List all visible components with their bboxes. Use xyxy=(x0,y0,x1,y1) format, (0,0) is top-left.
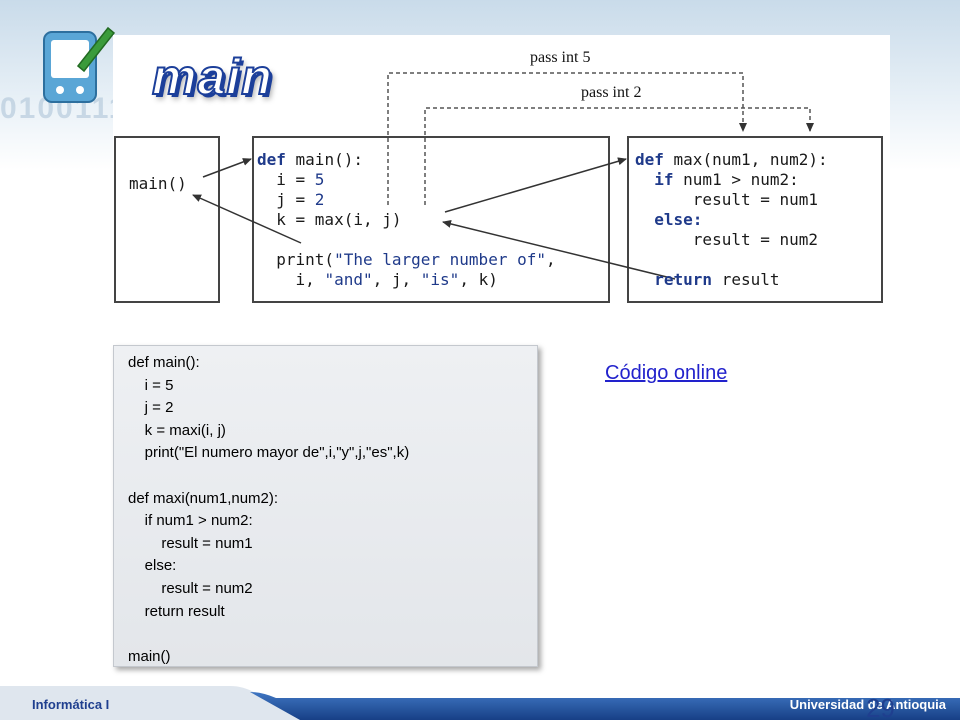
max-code-line: return result xyxy=(635,270,780,289)
code-line: j = 2 xyxy=(128,399,174,417)
max-function-box xyxy=(627,136,883,303)
main-function-box xyxy=(252,136,610,303)
main-code-line: def main(): xyxy=(257,150,363,169)
max-code: def max(num1, num2): if num1 > num2: res… xyxy=(635,150,828,289)
arrow-label-pass-int-2: pass int 2 xyxy=(581,84,641,101)
online-code-link[interactable]: Código online xyxy=(605,362,728,384)
code-line: result = num2 xyxy=(128,579,253,597)
call-max-arrow xyxy=(444,157,627,213)
code-line: return result xyxy=(128,602,225,620)
code-line: def maxi(num1,num2): xyxy=(128,489,279,507)
code-snippet-box: def main(): i = 5 j = 2 k = maxi(i, j) p… xyxy=(113,345,538,667)
code-line: print("El numero mayor de",i,"y",j,"es",… xyxy=(128,444,410,462)
caller-code-line: main() xyxy=(129,174,187,193)
code-line xyxy=(128,623,409,646)
main-code: def main(): i = 5 j = 2 k = max(i, j) pr… xyxy=(257,150,556,289)
main-code-line: j = 2 xyxy=(257,190,324,209)
code-line: def main(): xyxy=(128,354,200,371)
main-code-line: i = 5 xyxy=(257,170,324,189)
code-line: k = maxi(i, j) xyxy=(128,421,226,439)
slide-title: main xyxy=(151,48,273,106)
max-code-line: if num1 > num2: xyxy=(635,170,799,189)
function-call-diagram: pass int 5 pass int 2 main() def main():… xyxy=(113,35,890,312)
code-line: else: xyxy=(128,557,177,575)
return-main-arrow xyxy=(192,194,302,244)
main-code-line: print("The larger number of", xyxy=(257,250,556,269)
code-line: if num1 > num2: xyxy=(128,512,253,530)
main-code-line: i, "and", j, "is", k) xyxy=(257,270,498,289)
max-code-line: result = num1 xyxy=(635,190,818,209)
caller-code: main() xyxy=(129,174,187,193)
max-code-line: result = num2 xyxy=(635,230,818,249)
pass-int-2-arrow xyxy=(424,107,814,205)
max-code-line: else: xyxy=(635,210,702,229)
code-line: i = 5 xyxy=(128,376,174,394)
diagram-canvas: pass int 5 pass int 2 main() def main():… xyxy=(114,49,883,303)
return-result-arrow xyxy=(442,220,676,280)
max-code-line: def max(num1, num2): xyxy=(635,150,828,169)
code-line: main() xyxy=(128,647,171,665)
code-line: result = num1 xyxy=(128,534,253,552)
main-code-line: k = max(i, j) xyxy=(257,210,402,229)
pda-pen-icon xyxy=(43,26,116,103)
call-main-arrow xyxy=(202,158,252,178)
code-line xyxy=(128,465,409,488)
code-lines: def main(): i = 5 j = 2 k = maxi(i, j) p… xyxy=(128,352,409,668)
page-number: 29 xyxy=(866,693,895,723)
arrow-label-pass-int-5: pass int 5 xyxy=(530,49,590,66)
footer-bar xyxy=(0,686,960,720)
caller-box xyxy=(114,136,220,303)
pass-int-5-arrow xyxy=(387,72,747,205)
footer-course: Informática I xyxy=(32,697,110,712)
footer-university: Universidad de Antioquia xyxy=(789,697,946,712)
